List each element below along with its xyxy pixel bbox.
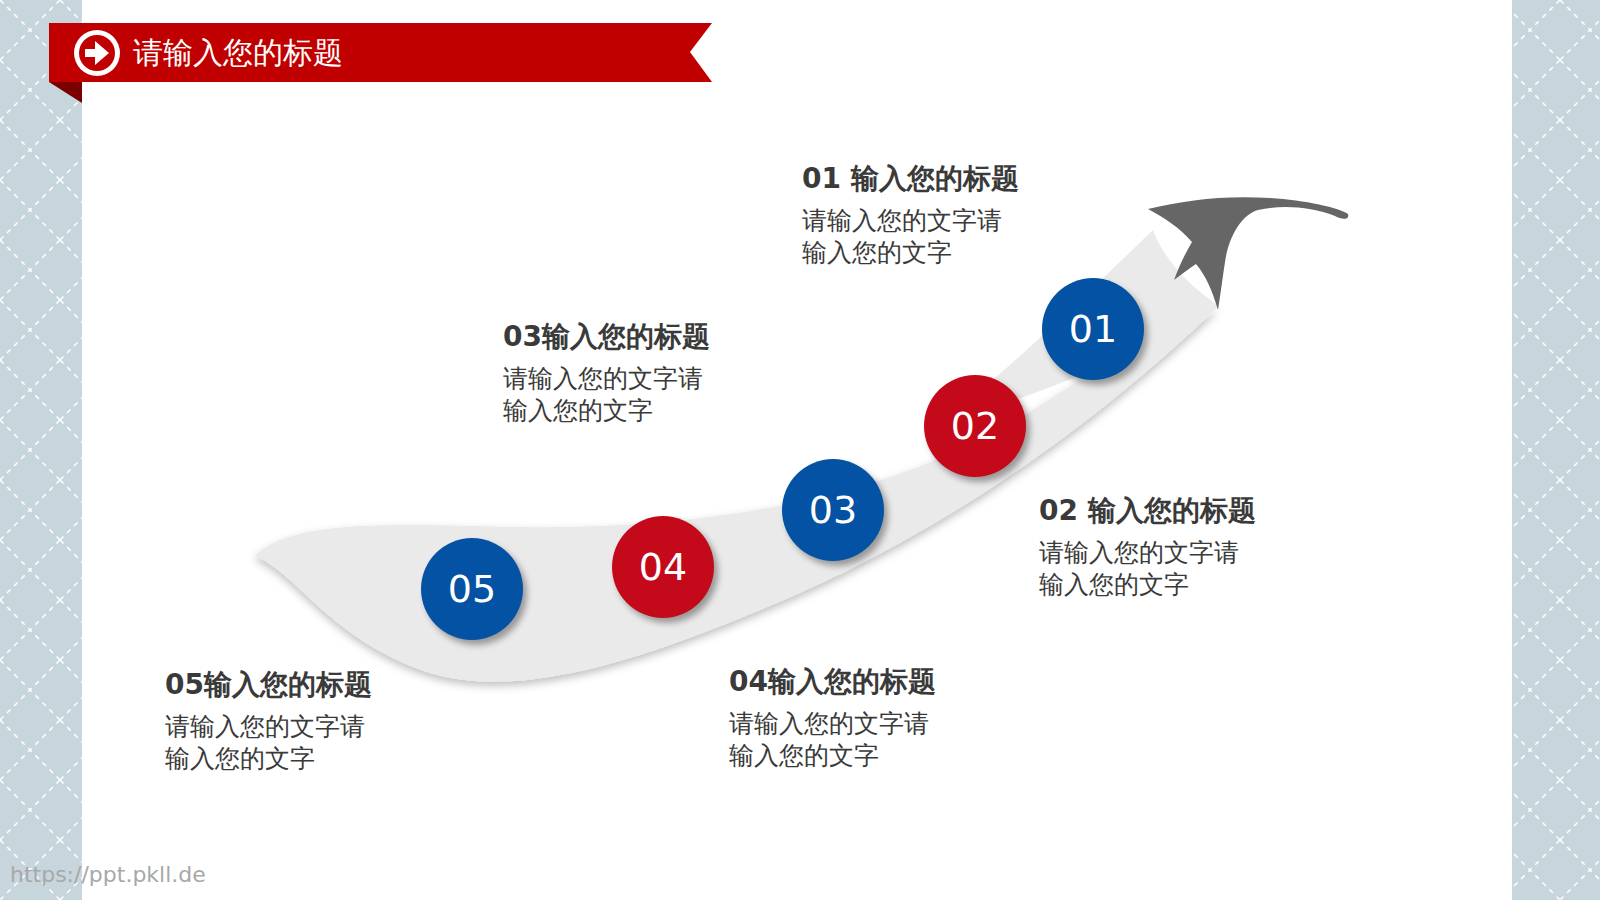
step-heading: 03输入您的标题 — [503, 320, 710, 354]
step-text: 请输入您的文字请 输入您的文字 — [503, 363, 725, 427]
number-circle: 02 — [924, 375, 1026, 477]
step-heading: 05输入您的标题 — [165, 668, 372, 702]
circle-number: 05 — [448, 567, 496, 611]
step-heading: 02 输入您的标题 — [1039, 494, 1256, 528]
bird-figure — [1148, 197, 1348, 310]
watermark: https://ppt.pkll.de — [10, 862, 206, 887]
step-text: 请输入您的文字请 输入您的文字 — [165, 711, 387, 775]
circle-number: 01 — [1069, 307, 1117, 351]
arrow-icon — [85, 41, 109, 65]
number-circle: 01 — [1042, 278, 1144, 380]
slide-title: 请输入您的标题 — [133, 34, 343, 72]
number-circle: 05 — [421, 538, 523, 640]
circle-number: 02 — [951, 404, 999, 448]
step-heading: 01 输入您的标题 — [802, 162, 1019, 196]
banner-fold — [49, 82, 82, 103]
step-text: 请输入您的文字请 输入您的文字 — [1039, 537, 1261, 601]
number-circle: 03 — [782, 459, 884, 561]
title-banner — [49, 23, 712, 82]
step-text: 请输入您的文字请 输入您的文字 — [802, 205, 1024, 269]
arrow-icon — [74, 30, 120, 76]
step-heading: 04输入您的标题 — [729, 665, 936, 699]
circle-number: 04 — [639, 545, 687, 589]
step-text: 请输入您的文字请 输入您的文字 — [729, 708, 951, 772]
arrow-icon — [79, 35, 115, 71]
side-pattern — [0, 0, 82, 900]
number-circle: 04 — [612, 516, 714, 618]
side-pattern — [1512, 0, 1600, 900]
circle-number: 03 — [809, 488, 857, 532]
